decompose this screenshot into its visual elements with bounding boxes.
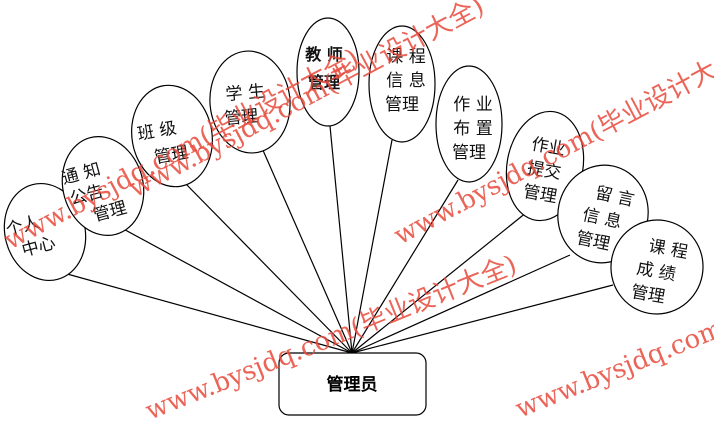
node-class-management: 班 级管理 xyxy=(131,84,213,188)
node-label-line: 管理 xyxy=(452,143,486,163)
connector-course-info-management xyxy=(351,139,393,354)
ellipse-student-management xyxy=(209,50,291,154)
connector-homework-assign-management xyxy=(351,179,459,354)
root-label: 管理员 xyxy=(327,374,378,395)
root-box xyxy=(278,352,427,416)
ellipse-course-score-management xyxy=(610,219,704,315)
ellipse-course-info-management xyxy=(368,25,436,143)
connector-personal-center xyxy=(59,271,353,354)
connector-homework-submit-management xyxy=(351,211,528,354)
connector-lines xyxy=(59,125,614,354)
node-label-line: 学 生 xyxy=(225,82,266,105)
node-label-line: 课 程 xyxy=(386,47,425,67)
node-course-info-management: 课 程信 息管理 xyxy=(368,25,436,143)
ellipse-homework-assign-management xyxy=(435,65,503,183)
connector-class-management xyxy=(181,179,353,354)
node-label-line: 管理 xyxy=(224,106,260,129)
node-label-line: 作 业 xyxy=(453,95,492,115)
ellipse-teacher-management xyxy=(296,17,360,127)
attribute-nodes: 个人中心通 知公告管理班 级管理学 生管理教 师管理课 程信 息管理作 业布 置… xyxy=(3,17,704,315)
ellipse-notice-management xyxy=(61,136,145,236)
connector-teacher-management xyxy=(329,125,353,354)
node-label-line: 信 息 xyxy=(386,71,425,91)
node-label-line: 管理 xyxy=(385,95,419,115)
node-teacher-management: 教 师管理 xyxy=(296,17,360,127)
connector-message-info-management xyxy=(351,254,571,354)
node-student-management: 学 生管理 xyxy=(209,50,291,154)
connector-course-score-management xyxy=(351,284,614,354)
root-entity: 管理员 xyxy=(278,352,427,416)
node-label-line: 管理 xyxy=(308,73,340,92)
node-label-line: 布 置 xyxy=(453,119,492,139)
node-label-line: 教 师 xyxy=(305,45,343,64)
connector-notice-management xyxy=(117,225,353,354)
node-course-score-management: 课 程成 绩管理 xyxy=(610,219,704,315)
node-homework-assign-management: 作 业布 置管理 xyxy=(435,65,503,183)
connector-student-management xyxy=(261,147,353,354)
ellipse-class-management xyxy=(131,84,213,188)
